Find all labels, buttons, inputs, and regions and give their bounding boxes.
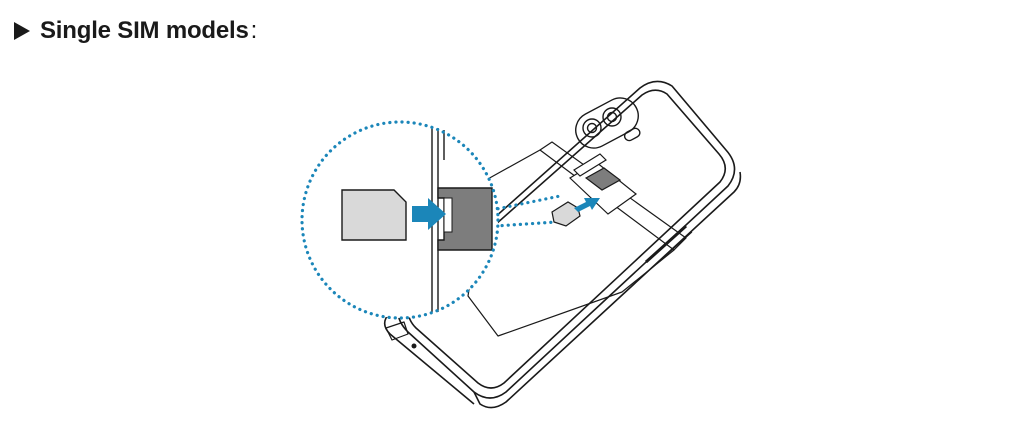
sim-card-small (551, 201, 581, 227)
zoomed-sim-card (341, 189, 407, 241)
heading-colon: : (250, 17, 258, 44)
heading-text: Single SIM models (40, 17, 249, 44)
insert-arrow-icon (412, 198, 446, 230)
small-insert-arrow-icon (574, 198, 600, 212)
phone-body (383, 80, 742, 409)
zoom-detail-callout (300, 120, 500, 320)
section-heading: Single SIM models : (14, 17, 257, 45)
sim-tray (569, 153, 637, 215)
bullet-triangle-icon (14, 22, 30, 40)
camera-module-icon (575, 97, 641, 149)
zoom-connector-lines (490, 194, 562, 228)
